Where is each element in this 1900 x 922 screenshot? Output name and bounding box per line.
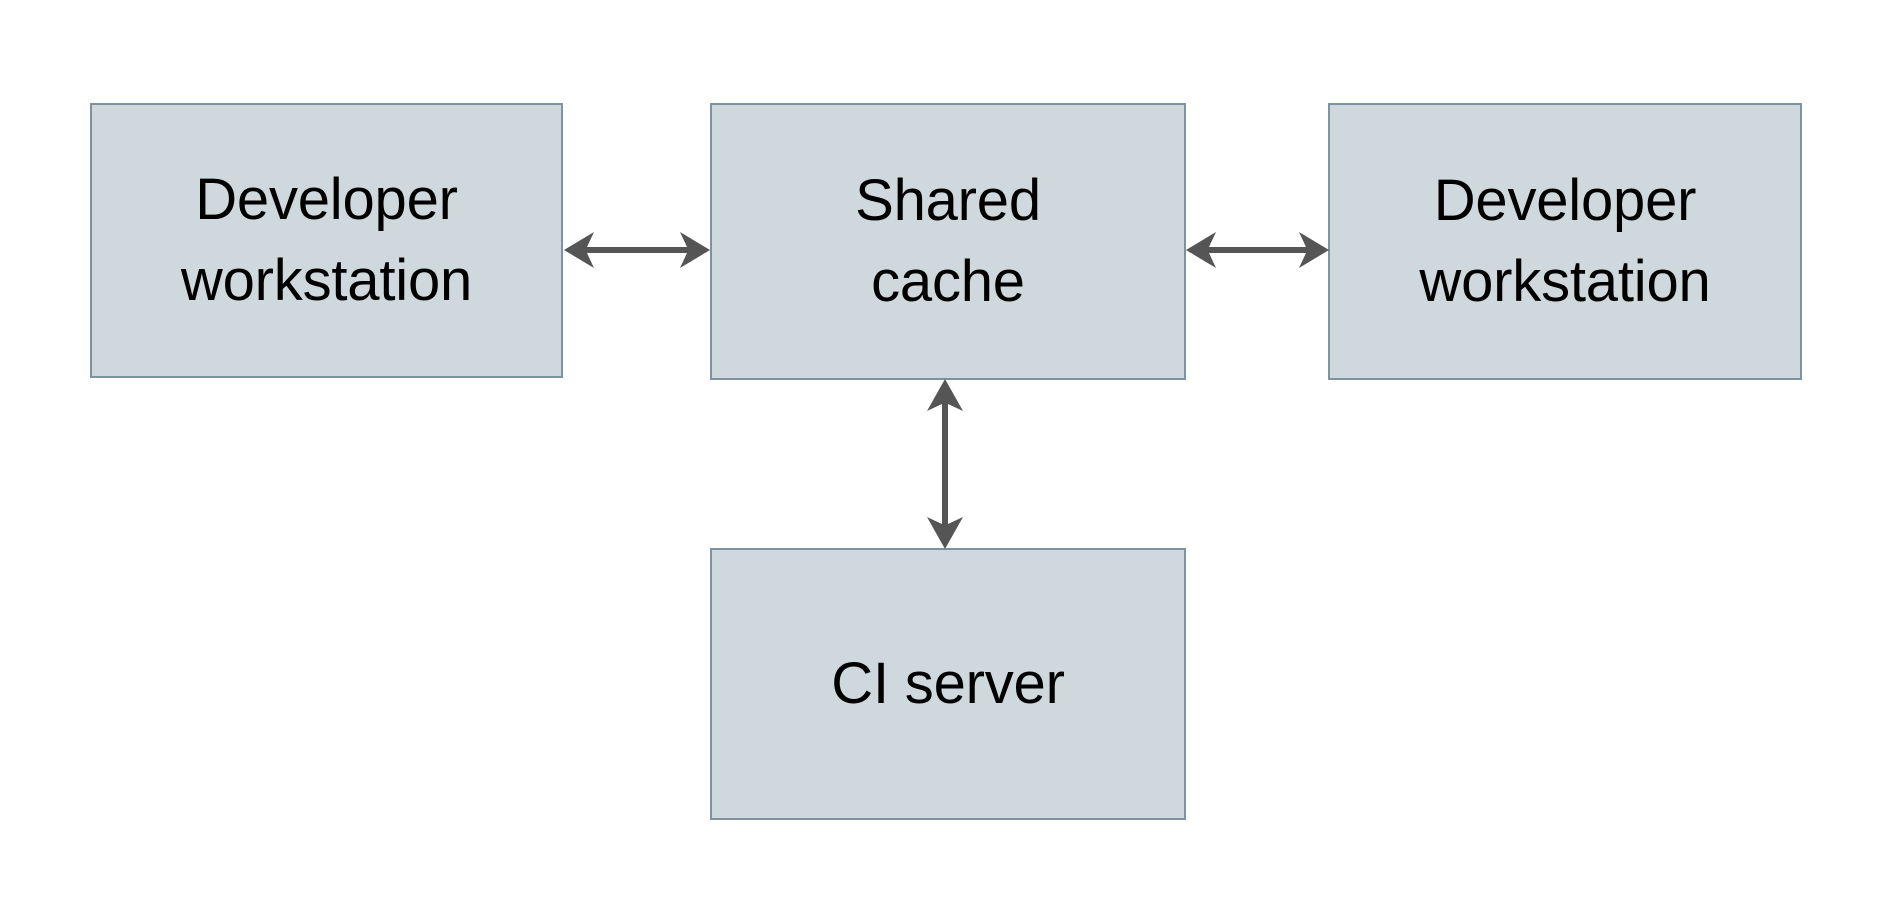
- node-developer-workstation-right[interactable]: Developer workstation: [1328, 103, 1802, 380]
- node-label: CI server: [831, 650, 1065, 716]
- node-developer-workstation-left[interactable]: Developer workstation: [90, 103, 563, 378]
- double-arrow-horizontal-icon: [1186, 232, 1329, 268]
- node-ci-server[interactable]: CI server: [710, 548, 1186, 820]
- node-label: Developer workstation: [1419, 168, 1711, 314]
- connector-shared-cache-to-ci-server[interactable]: [911, 376, 979, 552]
- node-label: Developer workstation: [180, 167, 473, 313]
- double-arrow-horizontal-icon: [564, 232, 710, 268]
- node-shared-cache[interactable]: Shared cache: [710, 103, 1186, 380]
- double-arrow-vertical-icon: [927, 379, 963, 549]
- connector-developer-left-to-shared-cache[interactable]: [560, 216, 714, 284]
- node-label: Shared cache: [855, 168, 1041, 314]
- connector-shared-cache-to-developer-right[interactable]: [1183, 216, 1332, 284]
